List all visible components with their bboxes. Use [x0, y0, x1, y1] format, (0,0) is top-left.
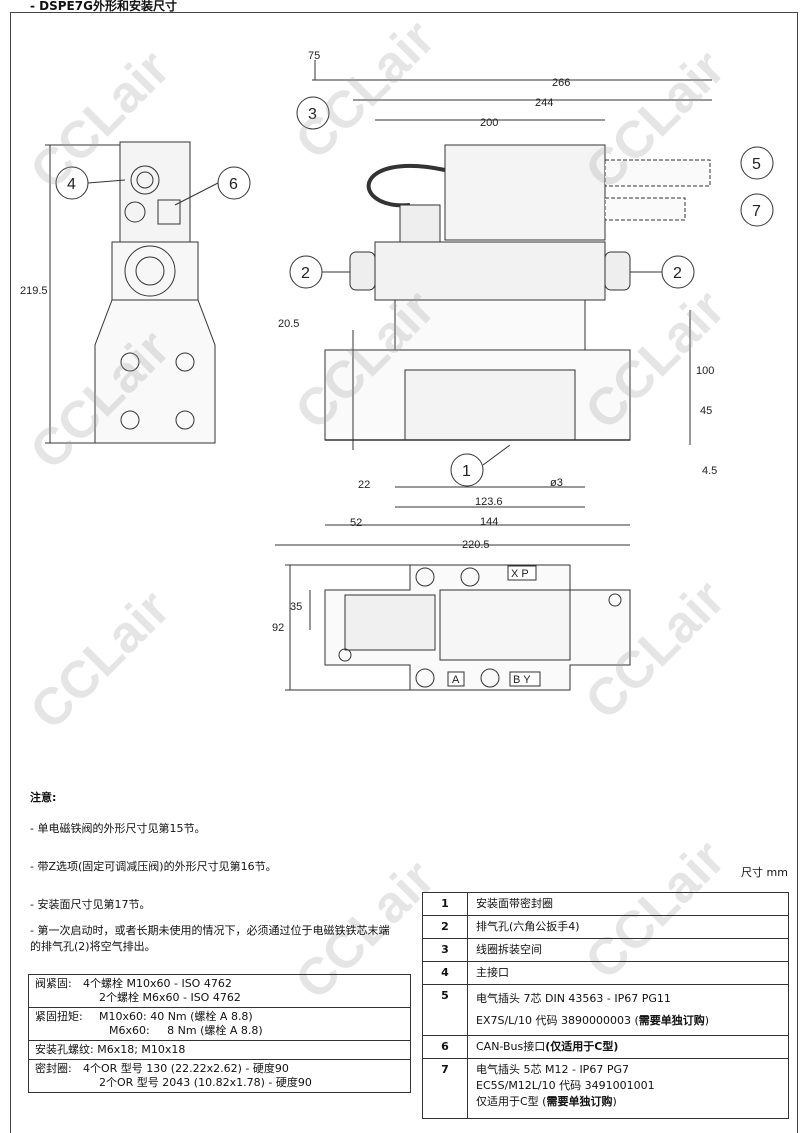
dim-52: 52	[350, 517, 362, 529]
thread-value: 安装孔螺纹: M6x18; M10x18	[28, 1040, 411, 1060]
legend-text: 电气插头 7芯 DIN 43563 - IP67 PG11	[476, 992, 671, 1005]
callout-5: 5	[752, 156, 761, 173]
dim-20-5: 20.5	[278, 318, 299, 330]
callout-2-left: 2	[301, 265, 310, 282]
note-item: - 第一次启动时，或者长期未使用的情况下，必须通过位于电磁铁铁芯末端的排气孔(2…	[30, 924, 390, 953]
electronics-housing	[444, 144, 606, 241]
dim-75: 75	[308, 50, 320, 62]
legend-num: 1	[422, 892, 468, 916]
spec-table: 阀紧固: 4个螺栓 M10x60 - ISO 4762 2个螺栓 M6x60 - …	[28, 974, 411, 1093]
main-connector-icon	[130, 165, 160, 195]
notes: 注意: - 单电磁铁阀的外形尺寸见第15节。 - 带Z选项(固定可调减压阀)的外…	[30, 789, 410, 977]
legend-text: 仅适用于C型 (	[476, 1095, 547, 1108]
connector-block	[119, 141, 191, 243]
legend-text: CAN-Bus接口	[476, 1040, 546, 1053]
left-view: 219.5 4 6	[20, 141, 251, 444]
solenoid-assembly	[374, 241, 606, 301]
table-row: 7 电气插头 5芯 M12 - IP67 PG7 EC5S/M12L/10 代码…	[422, 1058, 789, 1119]
section-title: - DSPE7G外形和安装尺寸	[30, 0, 177, 13]
legend-num: 4	[422, 961, 468, 985]
legend-num: 5	[422, 984, 468, 1036]
table-row: 紧固扭矩: M10x60: 40 Nm (螺栓 A 8.8) M6x60: 8 N…	[28, 1007, 411, 1041]
dim-22: 22	[358, 479, 370, 491]
dim-220-5: 220.5	[462, 539, 490, 551]
dim-45: 45	[700, 405, 712, 417]
legend-text: 主接口	[467, 961, 789, 985]
unit-label: 尺寸 mm	[741, 866, 788, 879]
table-row: 6 CAN-Bus接口(仅适用于C型)	[422, 1035, 789, 1059]
dim-4-5: 4.5	[702, 465, 717, 477]
legend-bold: 需要单独订购	[638, 1014, 705, 1027]
dim-35: 35	[290, 601, 302, 613]
dim-phi3: ø3	[550, 477, 563, 489]
seal-label: 密封圈:	[35, 1062, 72, 1075]
fixing-label: 阀紧固:	[35, 977, 72, 990]
table-row: 5 电气插头 7芯 DIN 43563 - IP67 PG11 EX7S/L/1…	[422, 984, 789, 1036]
fixing-value: 2个螺栓 M6x60 - ISO 4762	[99, 991, 241, 1004]
torque-value: M6x60: 8 Nm (螺栓 A 8.8)	[109, 1024, 263, 1037]
dim-100: 100	[696, 365, 714, 377]
fixing-value: 4个螺栓 M10x60 - ISO 4762	[83, 977, 232, 990]
legend-text: EC5S/M12L/10 代码 3491001001	[476, 1079, 655, 1092]
legend-bold: (仅适用于C型)	[545, 1040, 619, 1053]
legend-bold: 需要单独订购	[546, 1095, 613, 1108]
table-row: 安装孔螺纹: M6x18; M10x18	[28, 1040, 411, 1060]
callout-2-right: 2	[673, 265, 682, 282]
valve-body-side	[94, 299, 216, 444]
main-connector-pins	[136, 171, 154, 189]
legend-text: 安装面带密封圈	[467, 892, 789, 916]
drawing-frame	[10, 12, 798, 1133]
seal-value: 2个OR 型号 2043 (10.82x1.78) - 硬度90	[99, 1076, 312, 1089]
dim-244: 244	[535, 97, 553, 109]
legend-num: 3	[422, 938, 468, 962]
legend-text: EX7S/L/10 代码 3890000003 (	[476, 1014, 639, 1027]
legend-text: )	[704, 1014, 710, 1027]
port-xp: X P	[511, 568, 529, 580]
note-item: - 单电磁铁阀的外形尺寸见第15节。	[30, 822, 206, 835]
callout-3: 3	[308, 106, 317, 123]
dim-266: 266	[552, 77, 570, 89]
legend-text: 电气插头 5芯 M12 - IP67 PG7	[476, 1063, 629, 1076]
port-by: B Y	[513, 674, 531, 686]
torque-label: 紧固扭矩:	[35, 1010, 83, 1023]
technical-drawing: 219.5 4 6 75 266 244 200 20.5 100 45 4.5…	[20, 50, 774, 691]
callout-4: 4	[67, 176, 76, 193]
callout-1: 1	[462, 463, 471, 480]
front-view: 75 266 244 200 20.5 100 45 4.5 22 ø3 123…	[275, 50, 774, 551]
legend-text: 线圈拆装空间	[467, 938, 789, 962]
legend-num: 6	[422, 1035, 468, 1059]
dim-219-5: 219.5	[20, 285, 48, 297]
connector-5	[604, 159, 711, 187]
canbus-port	[157, 199, 181, 225]
bottom-view: X P A B Y 35 92	[272, 564, 631, 691]
port-a: A	[452, 674, 460, 686]
note-item: - 安装面尺寸见第17节。	[30, 898, 151, 911]
note-item: - 带Z选项(固定可调减压阀)的外形尺寸见第16节。	[30, 860, 277, 873]
table-row: 阀紧固: 4个螺栓 M10x60 - ISO 4762 2个螺栓 M6x60 - …	[28, 974, 411, 1008]
dim-200: 200	[480, 117, 498, 129]
connector-7	[604, 197, 686, 221]
solenoid-end-icon	[124, 245, 176, 297]
callout-7: 7	[752, 203, 761, 220]
cable-loop	[366, 163, 446, 208]
legend-num: 7	[422, 1058, 468, 1119]
callout-6: 6	[229, 176, 238, 193]
legend-num: 2	[422, 915, 468, 939]
table-row: 密封圈: 4个OR 型号 130 (22.22x2.62) - 硬度90 2个OR…	[28, 1059, 411, 1093]
dim-144: 144	[480, 516, 498, 528]
legend-text: 排气孔(六角公扳手4)	[467, 915, 789, 939]
dim-92: 92	[272, 622, 284, 634]
dim-123-6: 123.6	[475, 496, 503, 508]
seal-value: 4个OR 型号 130 (22.22x2.62) - 硬度90	[83, 1062, 289, 1075]
legend-text: )	[612, 1095, 617, 1108]
notes-heading: 注意:	[30, 791, 57, 804]
torque-value: M10x60: 40 Nm (螺栓 A 8.8)	[99, 1010, 253, 1023]
